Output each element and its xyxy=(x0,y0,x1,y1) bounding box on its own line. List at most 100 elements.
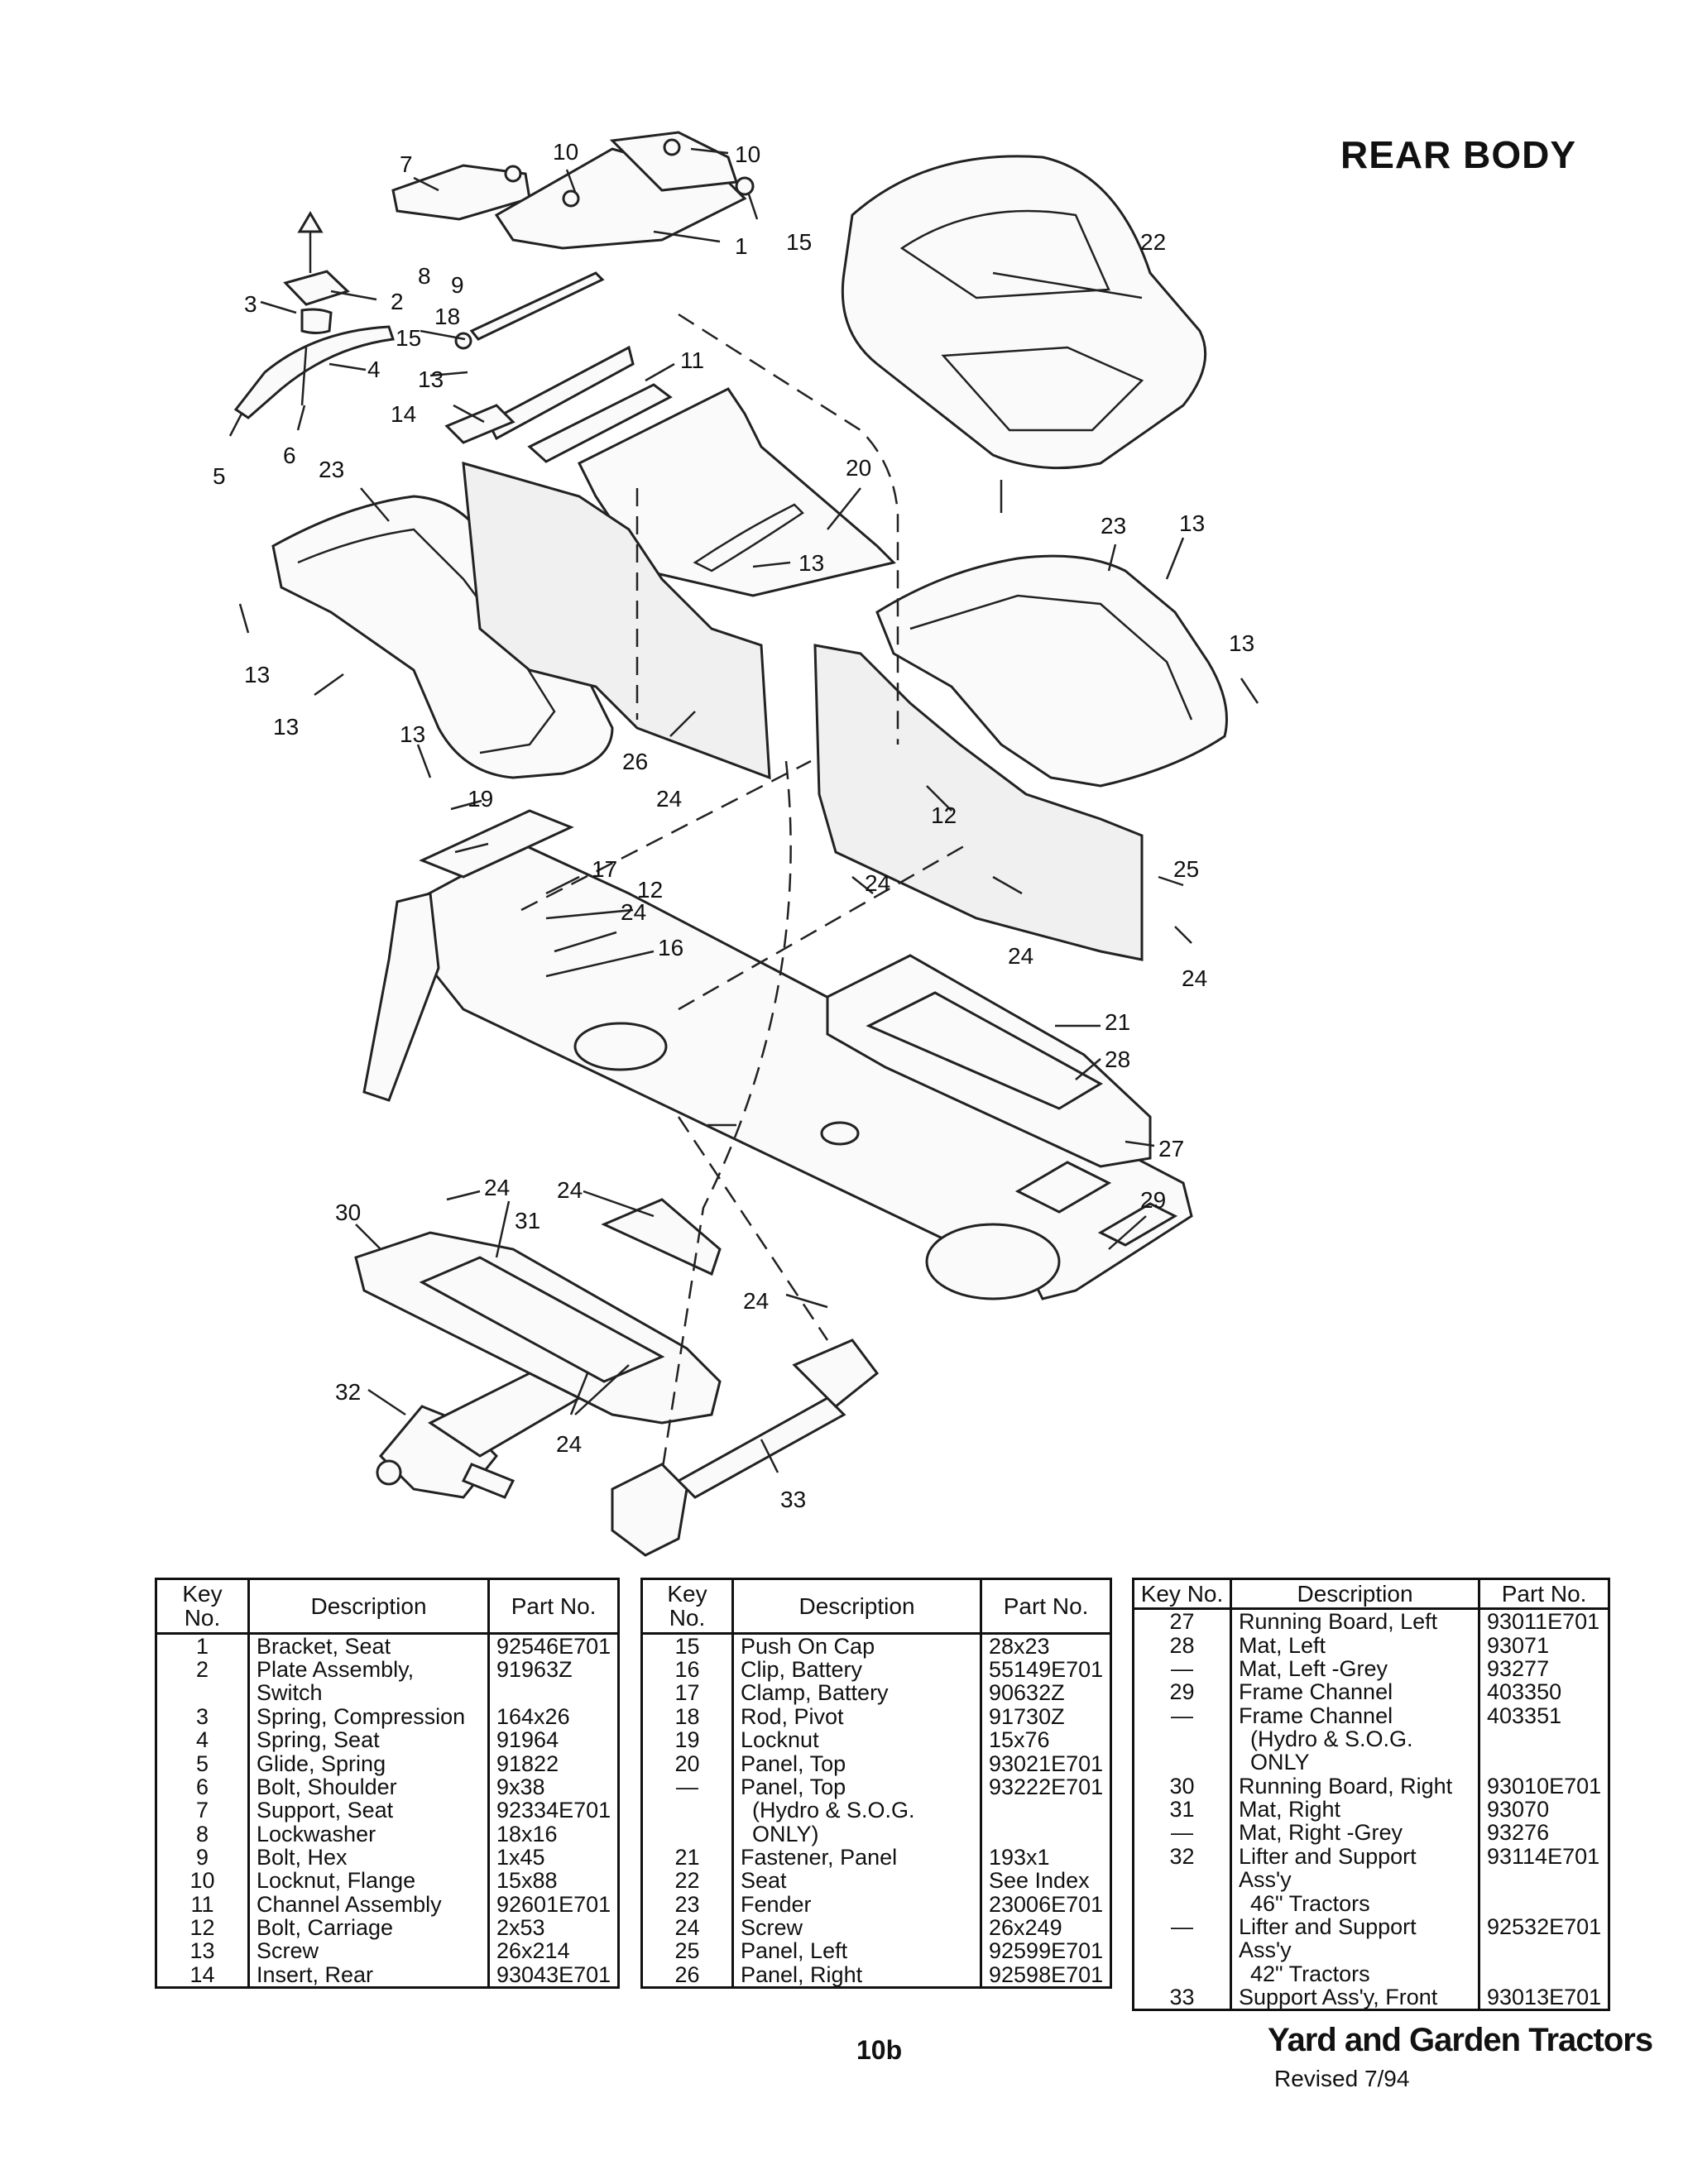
part-description: Channel Assembly xyxy=(247,1891,490,1917)
part-description: Spring, Seat xyxy=(247,1728,490,1752)
key-number: 7 xyxy=(155,1798,250,1822)
part-number: 92532E701 xyxy=(1477,1915,1611,1985)
part-number: 93222E701 xyxy=(979,1775,1113,1846)
part-number: 93071 xyxy=(1477,1633,1611,1657)
key-header: Key No. xyxy=(640,1578,734,1635)
callout-24d: 24 xyxy=(1008,943,1033,969)
part-number: 403351 xyxy=(1477,1704,1611,1774)
description-line: Running Board, Left xyxy=(1239,1609,1438,1635)
part-number: 15x76 xyxy=(979,1728,1113,1752)
description-line: Channel Assembly xyxy=(257,1891,442,1917)
part-description: Mat, Left -Grey xyxy=(1230,1657,1480,1680)
part-description: Clamp, Battery xyxy=(731,1680,982,1706)
key-number: — xyxy=(640,1775,734,1846)
callout-22: 22 xyxy=(1140,229,1166,255)
part-description: Locknut, Flange xyxy=(247,1869,490,1893)
exploded-parts-diagram: 7 10 10 15 1 8 9 3 2 18 15 4 13 11 14 5 … xyxy=(213,131,1259,1557)
callout-31: 31 xyxy=(515,1208,540,1233)
callout-12a: 12 xyxy=(931,802,957,828)
part-number: 403350 xyxy=(1477,1680,1611,1704)
description-line: Frame Channel xyxy=(1239,1679,1393,1705)
part-description: Running Board, Right xyxy=(1230,1773,1480,1798)
part-description: Push On Cap xyxy=(731,1633,982,1659)
part-description: Bolt, Hex xyxy=(247,1844,490,1870)
key-number: 12 xyxy=(155,1916,250,1939)
description-line: Clamp, Battery xyxy=(741,1680,889,1706)
description-header: Description xyxy=(247,1578,490,1635)
callout-29: 29 xyxy=(1140,1187,1166,1213)
key-number: 30 xyxy=(1132,1774,1232,1798)
description-line: Mat, Right -Grey xyxy=(1239,1820,1403,1846)
key-number: 2 xyxy=(155,1658,250,1705)
part-description: Seat xyxy=(731,1869,982,1893)
part-number: 93013E701 xyxy=(1477,1985,1611,2012)
key-number: 15 xyxy=(640,1633,734,1659)
part-number: 91964 xyxy=(487,1728,621,1752)
key-number: 31 xyxy=(1132,1798,1232,1821)
description-line: Support Ass'y, Front xyxy=(1239,1984,1438,2009)
description-line: Lockwasher xyxy=(257,1821,376,1846)
key-number: 21 xyxy=(640,1846,734,1869)
part-number: 93114E701 xyxy=(1477,1845,1611,1915)
key-number: 28 xyxy=(1132,1633,1232,1657)
description-line: Screw xyxy=(257,1938,319,1964)
part-description: Mat, Right -Grey xyxy=(1230,1820,1480,1846)
callout-8: 8 xyxy=(418,263,431,289)
description-line: Fastener, Panel xyxy=(741,1844,898,1870)
key-number: 5 xyxy=(155,1751,250,1775)
description-line: Panel, Right xyxy=(741,1961,863,1987)
part-number: 92601E701 xyxy=(487,1892,621,1916)
table-row: 33 Support Ass'y, Front 93013E701 xyxy=(1132,1984,1611,2012)
description-line: Rod, Pivot xyxy=(741,1703,844,1729)
callout-24c: 24 xyxy=(865,870,890,896)
description-line: Frame Channel xyxy=(1239,1703,1393,1728)
key-number: 33 xyxy=(1132,1985,1232,2012)
callout-30: 30 xyxy=(335,1200,361,1225)
key-number: 26 xyxy=(640,1962,734,1989)
callout-16: 16 xyxy=(658,935,683,960)
key-number: 17 xyxy=(640,1681,734,1705)
page-title: REAR BODY xyxy=(1340,133,1577,176)
callout-14: 14 xyxy=(391,401,416,427)
part-description: Support Ass'y, Front xyxy=(1230,1984,1480,2012)
part-description: Rod, Pivot xyxy=(731,1703,982,1729)
description-note: (Hydro & S.O.G. ONLY xyxy=(1250,1727,1413,1775)
part-number: 93021E701 xyxy=(979,1751,1113,1775)
description-line: Running Board, Right xyxy=(1239,1773,1453,1798)
part-description: Fender xyxy=(731,1892,982,1916)
part-description: Panel, Top xyxy=(731,1751,982,1775)
part-number: 92546E701 xyxy=(487,1633,621,1659)
key-number: — xyxy=(1132,1821,1232,1845)
page-number: 10b xyxy=(856,2035,903,2065)
callout-5: 5 xyxy=(213,463,226,489)
description-line: Glide, Spring xyxy=(257,1751,386,1776)
key-number: 25 xyxy=(640,1939,734,1963)
part-header: Part No. xyxy=(487,1578,621,1635)
callout-28: 28 xyxy=(1105,1046,1130,1072)
part-description: Insert, Rear xyxy=(247,1962,490,1989)
description-line: Spring, Compression xyxy=(257,1703,466,1729)
key-header: Key No. xyxy=(155,1578,250,1635)
description-line: Clip, Battery xyxy=(741,1657,863,1683)
description-line: Push On Cap xyxy=(741,1633,875,1659)
revision-note: Revised 7/94 xyxy=(1274,2066,1410,2091)
key-number: 13 xyxy=(155,1939,250,1963)
description-line: Bolt, Hex xyxy=(257,1844,348,1870)
callout-10a: 10 xyxy=(553,139,578,165)
part-number: 2x53 xyxy=(487,1916,621,1939)
part-description: Frame Channel xyxy=(1230,1679,1480,1705)
key-number: 22 xyxy=(640,1869,734,1893)
callout-21: 21 xyxy=(1105,1009,1130,1035)
